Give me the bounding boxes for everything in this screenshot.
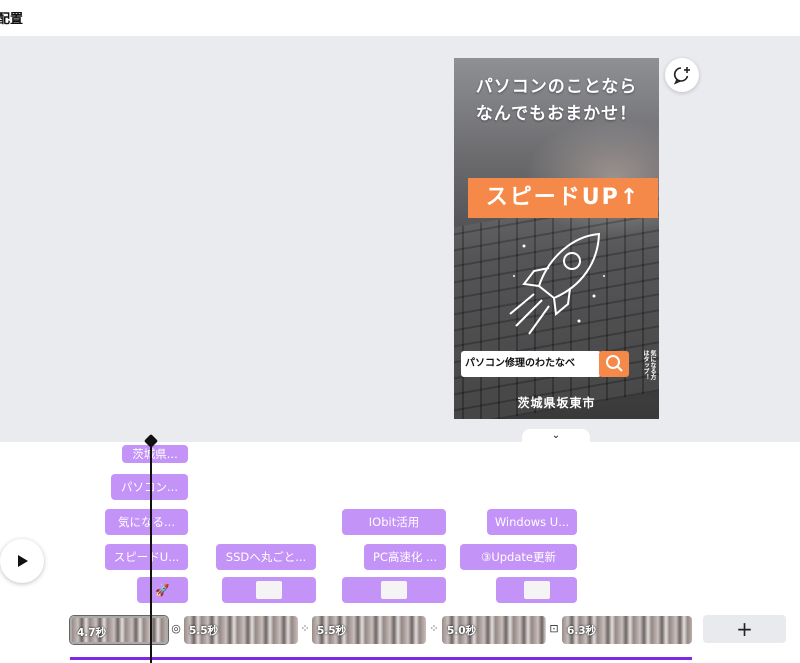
clip-duration: 4.7秒 <box>77 627 107 639</box>
playhead[interactable] <box>150 442 152 663</box>
clip-duration: 6.3秒 <box>567 625 597 637</box>
top-bar: 配置 <box>0 0 800 36</box>
image-thumbnail <box>381 580 407 599</box>
image-thumbnail <box>523 580 550 599</box>
search-icon[interactable] <box>599 351 629 377</box>
headline-line-2[interactable]: なんでもおまかせ！ <box>475 104 638 124</box>
clip-duration: 5.5秒 <box>189 625 219 637</box>
clip-duration: 5.0秒 <box>447 625 477 637</box>
chevron-down-icon: ⌄ <box>551 430 561 441</box>
canvas-area: パソコンのことなら なんでもおまかせ！ スピードUP↑ <box>0 36 800 443</box>
collapse-timeline-button[interactable]: ⌄ <box>522 429 590 443</box>
design-page[interactable]: パソコンのことなら なんでもおまかせ！ スピードUP↑ <box>454 58 659 419</box>
text-track-chip[interactable]: スピードU... <box>105 544 188 570</box>
element-track-chip[interactable]: 🚀 <box>137 577 188 603</box>
text-track-chip[interactable]: 気になる... <box>105 509 188 535</box>
add-page-button[interactable]: + <box>703 615 786 643</box>
speed-up-banner[interactable]: スピードUP↑ <box>468 178 658 218</box>
transition-icon[interactable]: ⁘ <box>300 622 310 635</box>
element-track-chip[interactable] <box>342 577 446 603</box>
play-button[interactable] <box>0 539 44 583</box>
city-label[interactable]: 茨城県坂東市 <box>517 396 596 410</box>
text-track-chip[interactable]: IObit活用 <box>342 509 446 535</box>
transition-icon[interactable]: ◎ <box>171 622 181 635</box>
playback-progress-bar[interactable] <box>70 657 692 660</box>
text-track-chip[interactable]: Windows U... <box>487 509 577 535</box>
timeline-clip[interactable]: 5.5秒 <box>312 616 426 644</box>
headline-line-1[interactable]: パソコンのことなら <box>475 77 638 97</box>
poster-headline[interactable]: パソコンのことなら なんでもおまかせ！ <box>454 74 659 128</box>
play-icon <box>18 555 28 567</box>
text-track-chip[interactable]: SSDへ丸ごと... <box>216 544 316 570</box>
search-box-text[interactable]: パソコン修理のわたなべ <box>461 351 601 377</box>
element-track-chip[interactable] <box>496 577 577 603</box>
tap-hint[interactable]: 気になる方はタップ！ <box>642 350 656 380</box>
image-thumbnail <box>256 580 282 599</box>
text-track-chip[interactable]: 茨城県... <box>122 445 188 463</box>
clip-duration: 5.5秒 <box>317 625 347 637</box>
add-comment-icon <box>673 67 690 85</box>
text-track-chip[interactable]: ③Update更新 <box>460 544 577 570</box>
element-track-chip[interactable] <box>222 577 316 603</box>
rocket-icon[interactable] <box>504 226 614 346</box>
page-title: 配置 <box>0 12 24 27</box>
timeline-clip[interactable]: 5.0秒 <box>442 616 546 644</box>
text-track-chip[interactable]: PC高速化 ... <box>364 544 446 570</box>
rocket-icon: 🚀 <box>155 583 170 597</box>
timeline-clip[interactable]: 6.3秒 <box>562 616 692 644</box>
text-track-chip[interactable]: パソコン... <box>111 474 188 500</box>
timeline-clip[interactable]: 5.5秒 <box>184 616 298 644</box>
add-comment-button[interactable] <box>665 58 699 92</box>
transition-icon[interactable]: ⁘ <box>429 622 439 635</box>
timeline: 茨城県... パソコン... 気になる... スピードU... SSDへ丸ごと.… <box>0 433 800 663</box>
timeline-clip[interactable]: 4.7秒 <box>70 616 168 644</box>
transition-icon[interactable]: ⊡ <box>549 622 559 635</box>
